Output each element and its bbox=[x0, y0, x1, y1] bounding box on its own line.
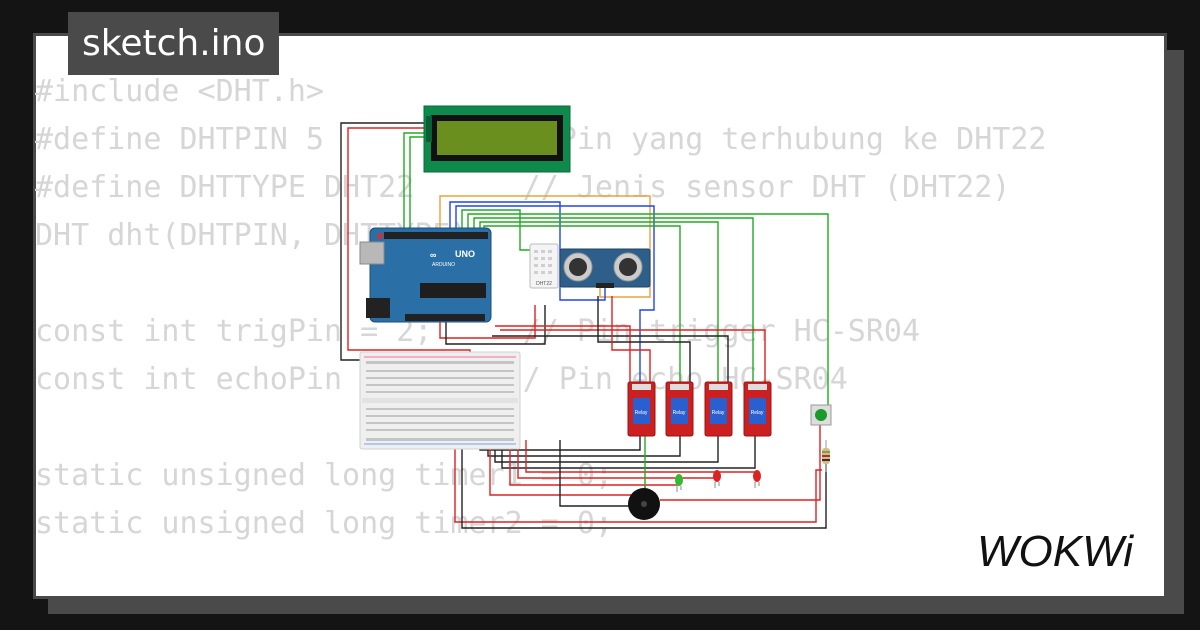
led-red[interactable] bbox=[753, 470, 761, 488]
arduino-sub-text: ARDUINO bbox=[432, 262, 455, 268]
wire-red bbox=[660, 425, 821, 501]
code-line: #define DHTTYPE DHT22 // Jenis sensor DH… bbox=[35, 170, 1011, 205]
code-line: static unsigned long timer1 = 0; bbox=[35, 458, 613, 493]
wire-green bbox=[403, 132, 425, 237]
wire-red bbox=[611, 296, 651, 382]
lcd-display[interactable] bbox=[423, 105, 571, 173]
wires bbox=[340, 122, 829, 529]
preview-card bbox=[33, 33, 1167, 599]
file-tab[interactable]: sketch.ino bbox=[68, 12, 280, 75]
code-line: static unsigned long timer2 = 0; bbox=[35, 506, 613, 541]
led-green[interactable] bbox=[675, 474, 683, 492]
relay-label: Relay bbox=[635, 410, 648, 416]
arduino-brand-text: UNO bbox=[455, 249, 475, 259]
dht22-label: DHT22 bbox=[536, 281, 552, 287]
ultrasonic-sensor[interactable] bbox=[559, 248, 651, 288]
led-red[interactable] bbox=[713, 470, 721, 488]
wire-black bbox=[501, 436, 756, 469]
wire-red bbox=[500, 329, 766, 382]
relay-module-4[interactable]: Relay bbox=[743, 381, 772, 437]
wire-black bbox=[494, 436, 719, 463]
arduino-uno-board[interactable]: ∞ UNO ARDUINO bbox=[359, 227, 492, 323]
relay-label: Relay bbox=[751, 410, 764, 416]
wire-green bbox=[467, 213, 829, 407]
wire-green bbox=[409, 136, 425, 237]
relay-module-3[interactable]: Relay bbox=[704, 381, 733, 437]
buzzer[interactable] bbox=[628, 488, 660, 520]
code-line: #include <DHT.h> bbox=[35, 74, 324, 109]
wokwi-logo-text: WOKWi bbox=[977, 527, 1134, 576]
wire-red bbox=[439, 305, 536, 339]
wokwi-logo: WOKWi bbox=[977, 527, 1134, 576]
push-button[interactable] bbox=[810, 404, 832, 426]
wire-black bbox=[559, 440, 632, 507]
relay-label: Relay bbox=[712, 410, 725, 416]
wire-black bbox=[492, 335, 729, 382]
wire-red bbox=[454, 440, 822, 523]
wire-black bbox=[461, 440, 827, 529]
wire-black bbox=[445, 305, 546, 345]
relay-module-2[interactable]: Relay bbox=[665, 381, 694, 437]
wire-orange bbox=[439, 195, 651, 298]
code-line: DHT dht(DHTPIN, DHTTYPE); bbox=[35, 218, 487, 253]
wire-blue bbox=[455, 205, 655, 382]
code-line: const int trigPin = 2; // Pin trigger HC… bbox=[35, 314, 921, 349]
relay-label: Relay bbox=[673, 410, 686, 416]
breadboard[interactable] bbox=[359, 351, 521, 450]
dht22-sensor[interactable]: DHT22 bbox=[529, 243, 559, 289]
arduino-logo-glyph: ∞ bbox=[430, 250, 437, 260]
wire-black bbox=[597, 296, 691, 382]
resistor bbox=[822, 440, 830, 472]
relay-module-1[interactable]: Relay bbox=[627, 381, 656, 437]
wire-red bbox=[495, 325, 631, 382]
